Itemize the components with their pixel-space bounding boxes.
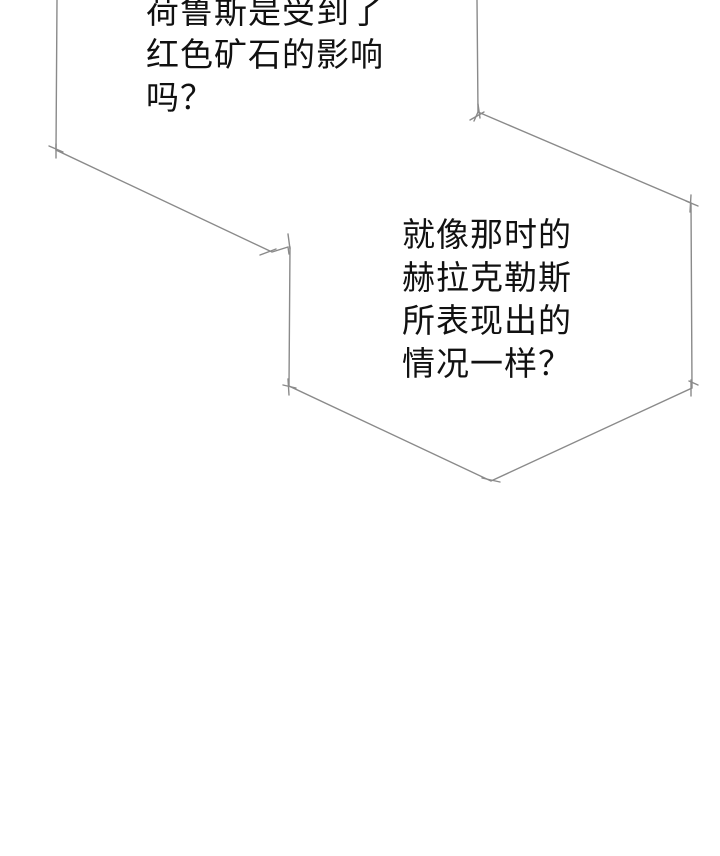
speech-line: 情况一样？ bbox=[402, 344, 572, 383]
speech-line: 就像那时的 bbox=[402, 215, 572, 254]
speech-line: 荷鲁斯是受到了 bbox=[146, 0, 384, 31]
frame-joint-tick bbox=[685, 200, 699, 207]
speech-line: 赫拉克勒斯 bbox=[402, 258, 572, 297]
speech-line: 所表现出的 bbox=[402, 301, 572, 340]
speech-bubble-1-right-edge bbox=[473, 0, 479, 122]
frame-joint-tick bbox=[481, 477, 501, 483]
speech-bubble-2-outline bbox=[288, 111, 693, 482]
speech-bubble-2-text: 就像那时的 赫拉克勒斯 所表现出的 情况一样？ bbox=[402, 213, 572, 385]
speech-bubble-1-outline bbox=[55, 0, 290, 255]
speech-line: 红色矿石的影响 bbox=[146, 35, 384, 74]
frame-joint-tick bbox=[282, 384, 297, 389]
frame-joint-tick bbox=[287, 378, 290, 396]
frame-joint-tick bbox=[689, 194, 692, 213]
speech-bubble-1-text: 荷鲁斯是受到了 红色矿石的影响 吗？ bbox=[146, 0, 384, 119]
frame-joint-tick bbox=[259, 248, 277, 256]
speech-line: 吗？ bbox=[146, 78, 214, 117]
frame-joint-tick bbox=[477, 103, 481, 119]
